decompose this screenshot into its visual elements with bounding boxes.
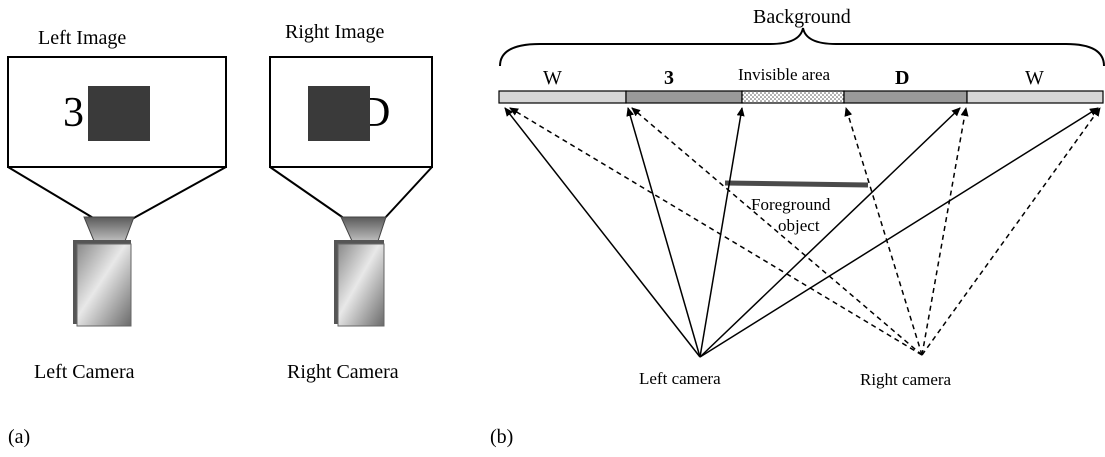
background-label: Background bbox=[753, 6, 851, 28]
right-camera-label: Right Camera bbox=[287, 361, 399, 383]
right-camera-icon bbox=[334, 216, 387, 327]
left-camera-rays bbox=[504, 107, 1099, 358]
segment-w-left bbox=[498, 90, 627, 104]
segment-3-label: 3 bbox=[664, 67, 674, 89]
left-camera-label: Left Camera bbox=[34, 361, 135, 383]
panel-a: Left Image 3 Left Camera Right Image D R… bbox=[7, 21, 433, 448]
segment-d bbox=[843, 90, 968, 104]
right-image-occluder bbox=[308, 86, 370, 141]
foreground-label-line1: Foreground bbox=[751, 195, 831, 214]
segment-w-left-label: W bbox=[543, 67, 562, 89]
left-image-char: 3 bbox=[63, 90, 84, 136]
segment-3 bbox=[625, 90, 743, 104]
caption-a: (a) bbox=[8, 426, 30, 448]
caption-b: (b) bbox=[490, 426, 513, 448]
left-camera-b-label: Left camera bbox=[639, 369, 721, 388]
segment-w-right bbox=[966, 90, 1104, 104]
left-projection-lines bbox=[7, 166, 227, 220]
panel-b: Background W 3 Invisible area D W Foregr… bbox=[490, 6, 1105, 448]
right-camera-b-label: Right camera bbox=[860, 370, 952, 389]
segment-d-label: D bbox=[895, 67, 909, 89]
left-camera-icon bbox=[73, 216, 135, 327]
right-image-title: Right Image bbox=[285, 21, 385, 43]
foreground-object-bar bbox=[724, 180, 869, 188]
foreground-label-line2: object bbox=[778, 216, 820, 235]
segment-w-right-label: W bbox=[1025, 67, 1044, 89]
left-image-occluder bbox=[88, 86, 150, 141]
right-projection-lines bbox=[269, 166, 433, 220]
right-camera-rays bbox=[509, 107, 1101, 356]
left-image-title: Left Image bbox=[38, 27, 126, 49]
background-brace bbox=[499, 27, 1105, 67]
invisible-area-label: Invisible area bbox=[738, 65, 830, 84]
segment-invisible bbox=[741, 90, 845, 104]
